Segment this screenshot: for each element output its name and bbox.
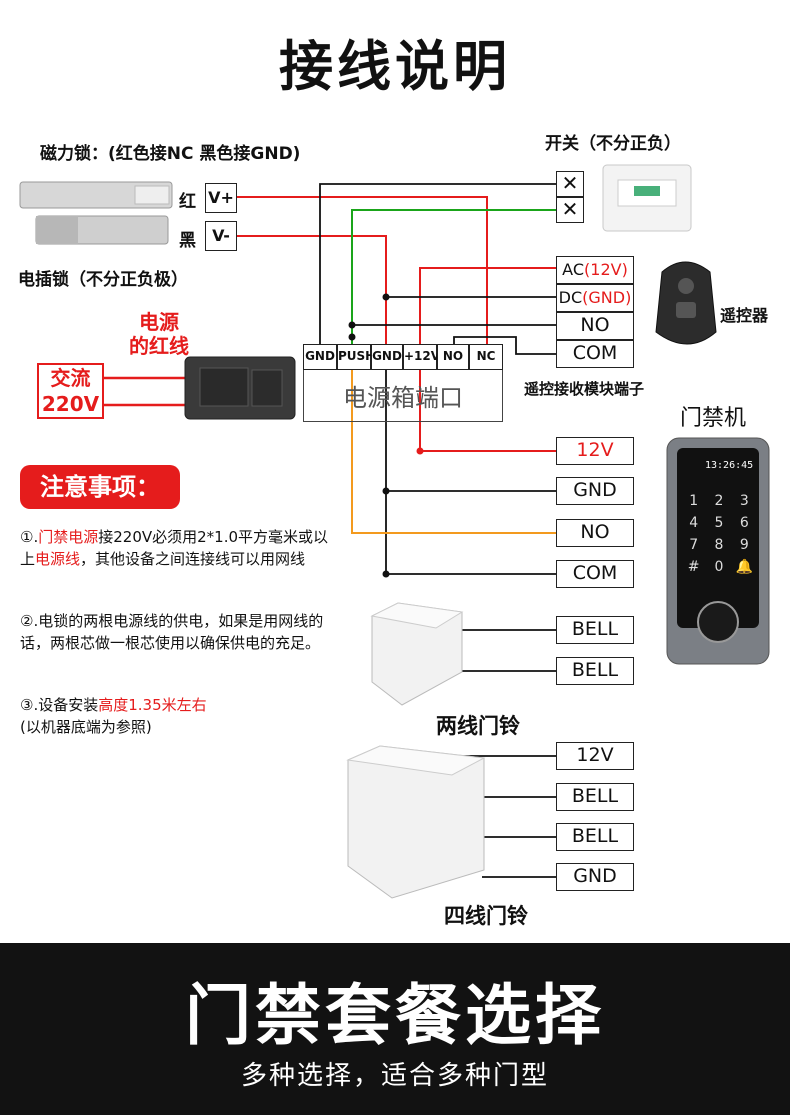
access-control-image [666,437,770,665]
four-wire-bell-image [346,745,486,899]
wiring-diagram [19,164,770,899]
wire-com [453,336,556,355]
remote-label: 遥控器 [720,306,769,325]
access-control-label: 门禁机 [680,406,747,431]
bell2-terminal-2: BELL [556,657,634,685]
wire-red-vminus [237,235,387,347]
remote-dc-terminal: DC(GND) [556,284,634,312]
footer-banner [0,943,790,1115]
red-label: 红 [179,192,196,212]
ac-220v-box: 交流 220V [37,363,104,419]
bell4-terminal-gnd: GND [556,863,634,891]
bell4-terminal-12v: 12V [556,742,634,770]
bell4-terminal-bell-1: BELL [556,783,634,811]
wire-access-no [351,370,556,534]
footer-subtitle: 多种选择，适合多种门型 [240,1061,549,1091]
access-com-terminal: COM [556,560,634,588]
four-wire-bell-label: 四线门铃 [444,904,528,928]
remote-no-terminal: NO [556,312,634,340]
footer-title: 门禁套餐选择 [185,977,605,1054]
power-box-label: 电源箱端口 [343,384,463,412]
bell2-terminal-1: BELL [556,616,634,644]
bolt-lock-label: 电插锁（不分正负极） [18,270,188,290]
vminus-terminal: V- [205,221,237,251]
access-12v-terminal: 12V [556,437,634,465]
pin-push: PUSH [337,344,375,370]
access-time-display: 13:26:45 [705,460,754,471]
wire-switch-1 [319,183,556,347]
remote-ac-terminal: AC(12V) [556,256,634,284]
bell4-terminal-bell-2: BELL [556,823,634,851]
wire-ac [419,267,556,347]
access-gnd-terminal: GND [556,477,634,505]
black-label: 黑 [179,231,196,251]
two-wire-bell-image [370,602,464,706]
access-no-terminal: NO [556,519,634,547]
note-2: ②.电锁的两根电源线的供电，如果是用网线的话，两根芯做一根芯使用以确保供电的充足… [20,612,324,652]
switch-label: 开关（不分正负） [545,134,681,154]
remote-control-image [655,261,717,345]
page-title: 接线说明 [279,35,511,98]
vplus-terminal: V+ [205,183,237,213]
pin-gnd-2: GND [371,344,403,370]
pin-gnd-1: GND [303,344,337,370]
maglock-label: 磁力锁：(红色接NC 黑色接GND) [40,144,301,164]
maglock-image [19,181,173,245]
wire-switch-2 [351,209,556,347]
power-supply-image [184,356,296,420]
notes-header: 注意事项： [20,465,180,509]
exit-switch-image [602,164,692,232]
power-red-line-label: 电源 的红线 [129,310,189,358]
pin-no: NO [437,344,469,370]
note-3: ③.设备安装高度1.35米左右(以机器底端为参照) [20,696,207,736]
switch-terminal-1: ✕ [556,171,584,197]
remote-com-terminal: COM [556,340,634,368]
two-wire-bell-label: 两线门铃 [436,714,520,738]
note-1: ①.门禁电源接220V必须用2*1.0平方毫米或以上电源线，其他设备之间连接线可… [20,528,329,568]
pin-12v: +12V [403,344,440,370]
switch-terminal-2: ✕ [556,197,584,223]
remote-module-label: 遥控接收模块端子 [524,380,645,398]
pin-nc: NC [469,344,503,370]
